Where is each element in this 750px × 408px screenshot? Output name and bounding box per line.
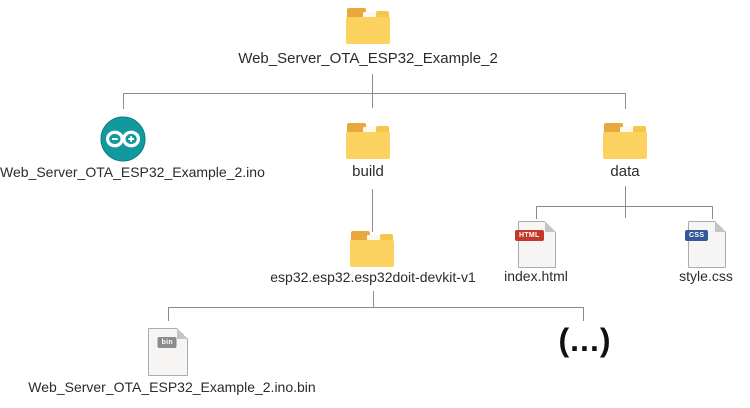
index-html-label: index.html — [504, 268, 568, 284]
folded-corner-icon — [715, 221, 726, 232]
folder-icon-root — [346, 8, 390, 44]
bin-file-icon: bin — [148, 328, 188, 376]
bin-file-label: Web_Server_OTA_ESP32_Example_2.ino.bin — [28, 379, 316, 395]
sketch-file-label: Web_Server_OTA_ESP32_Example_2.ino — [0, 164, 265, 180]
css-file-icon: CSS — [685, 221, 726, 268]
css-badge: CSS — [685, 230, 709, 241]
connector-data-bar — [536, 206, 713, 207]
connector-drop-index — [536, 206, 537, 219]
bin-badge: bin — [157, 337, 177, 348]
connector-drop-bin — [168, 307, 169, 321]
root-folder-label: Web_Server_OTA_ESP32_Example_2 — [238, 50, 498, 67]
build-folder-label: build — [352, 163, 384, 180]
connector-level1-bar — [123, 93, 626, 94]
folded-corner-icon — [545, 221, 556, 232]
html-badge: HTML — [515, 230, 544, 241]
connector-build-to-dir — [372, 189, 373, 232]
ellipsis-label: (...) — [558, 322, 612, 358]
connector-dir-stub — [373, 291, 374, 307]
folded-corner-icon — [177, 328, 188, 339]
data-folder-label: data — [610, 163, 640, 180]
connector-drop-ellipsis — [583, 307, 584, 321]
folder-icon-build — [346, 123, 390, 159]
folder-icon-data — [603, 123, 647, 159]
build-dir-label: esp32.esp32.esp32doit-devkit-v1 — [270, 269, 476, 285]
connector-root-stub — [372, 74, 373, 108]
arduino-sketch-icon — [100, 116, 146, 162]
connector-drop-data — [625, 93, 626, 109]
connector-drop-sketch — [123, 93, 124, 109]
connector-data-stub — [625, 186, 626, 218]
connector-drop-css — [712, 206, 713, 219]
connector-level3-bar — [168, 307, 584, 308]
style-css-label: style.css — [679, 268, 733, 284]
folder-icon-build-dir — [350, 231, 394, 267]
html-file-icon: HTML — [515, 221, 556, 268]
